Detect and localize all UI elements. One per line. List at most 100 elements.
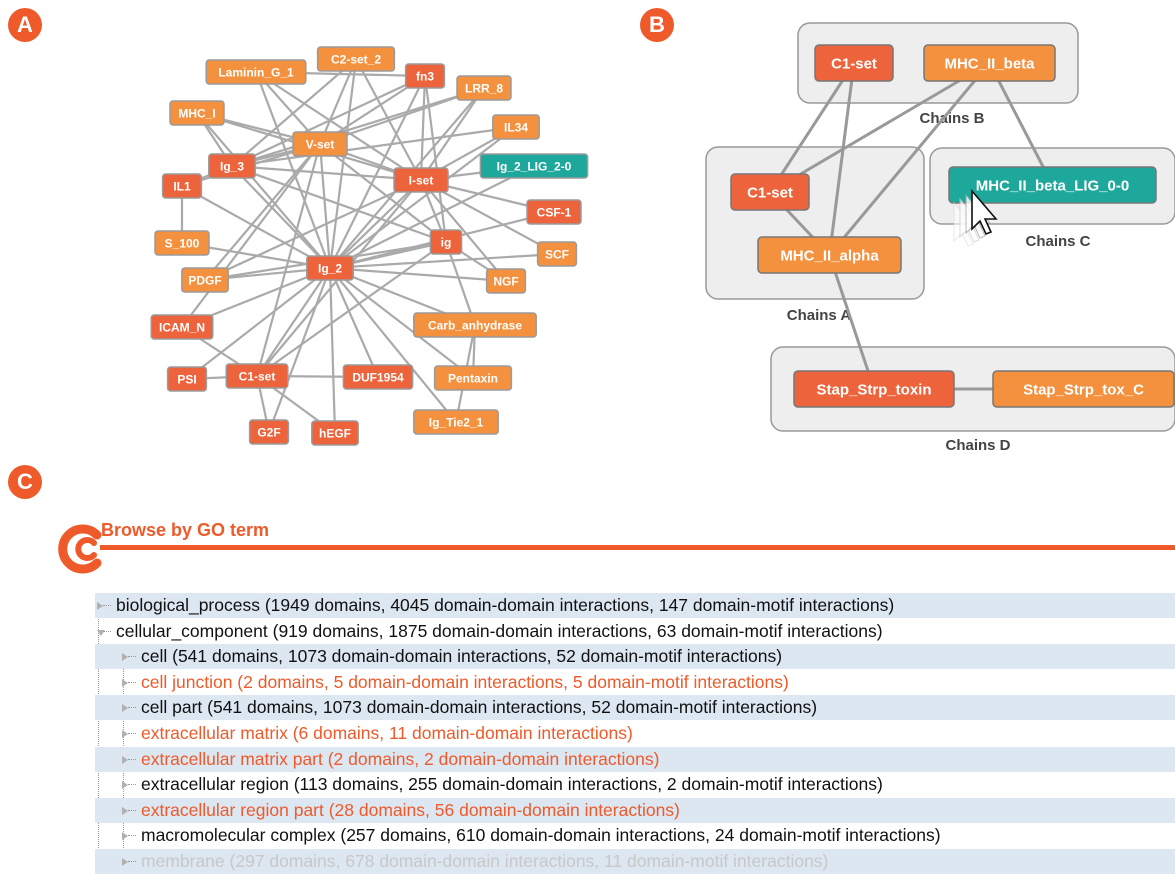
go-term-row[interactable]: extracellular region (113 domains, 255 d… — [95, 772, 1175, 797]
expand-triangle-icon[interactable] — [122, 858, 128, 866]
expand-triangle-icon[interactable] — [122, 806, 128, 815]
go-logo-icon — [58, 524, 102, 574]
group-label: Chains A — [787, 307, 852, 324]
node-icam-n[interactable]: ICAM_N — [150, 314, 214, 340]
go-term-label[interactable]: cellular_component (919 domains, 1875 do… — [116, 620, 883, 641]
node-c_lig[interactable]: MHC_II_beta_LIG_0-0 — [948, 166, 1157, 204]
collapse-triangle-icon[interactable] — [97, 629, 105, 636]
node-scf[interactable]: SCF — [536, 241, 578, 267]
node-il34[interactable]: IL34 — [492, 114, 540, 140]
node-ig[interactable]: ig — [429, 229, 463, 255]
node-ig-2[interactable]: Ig_2 — [306, 255, 354, 281]
node-label: IL1 — [173, 180, 191, 194]
edge-ig-2-ig-3 — [231, 165, 331, 269]
edge-i-set-pdgf — [204, 179, 422, 281]
tree-connector — [128, 733, 136, 734]
node-label: CSF-1 — [537, 206, 572, 220]
go-term-row[interactable]: cellular_component (919 domains, 1875 do… — [95, 619, 1175, 644]
node-psi[interactable]: PSI — [166, 366, 208, 392]
edge-b_mhcbeta-a_c1set — [769, 61, 991, 194]
edge-b_mhcbeta-c_lig — [988, 62, 1054, 186]
group-label: Chains C — [1025, 233, 1090, 250]
node-ig-2-lig-2-0[interactable]: Ig_2_LIG_2-0 — [479, 153, 589, 179]
edge-ig-2-mhc-i — [196, 112, 331, 269]
go-term-row[interactable]: extracellular region part (28 domains, 5… — [95, 797, 1175, 823]
node-label: G2F — [257, 426, 280, 440]
node-label: Stap_Strp_tox_C — [1023, 382, 1144, 399]
go-term-label[interactable]: extracellular region (113 domains, 255 d… — [141, 774, 883, 795]
node-label: MHC_II_beta — [944, 56, 1035, 73]
edge-i-set-c2-set-2 — [355, 58, 422, 181]
node-pentaxin[interactable]: Pentaxin — [433, 365, 513, 391]
node-csf-1[interactable]: CSF-1 — [526, 199, 582, 225]
node-label: SCF — [545, 248, 569, 262]
node-ig-3[interactable]: Ig_3 — [208, 153, 256, 179]
go-term-row[interactable]: biological_process (1949 domains, 4045 d… — [95, 593, 1175, 618]
node-label: MHC_II_alpha — [780, 248, 879, 265]
node-v-set[interactable]: V-set — [292, 131, 348, 157]
tree-connector — [128, 784, 136, 786]
go-term-row[interactable]: cell junction (2 domains, 5 domain-domai… — [95, 670, 1175, 695]
node-c2-set-2[interactable]: C2-set_2 — [316, 46, 396, 72]
node-ig-tie2-1[interactable]: Ig_Tie2_1 — [413, 409, 499, 435]
expand-triangle-icon[interactable] — [122, 781, 128, 790]
node-hegf[interactable]: hEGF — [311, 420, 359, 446]
node-a_c1set[interactable]: C1-set — [730, 173, 810, 211]
node-a_mhcalpha[interactable]: MHC_II_alpha — [757, 236, 902, 274]
node-laminin-g-1[interactable]: Laminin_G_1 — [205, 59, 307, 85]
node-mhc-i[interactable]: MHC_I — [169, 100, 225, 126]
node-carb-anhydrase[interactable]: Carb_anhydrase — [413, 312, 537, 338]
node-label: C1-set — [747, 185, 793, 202]
go-term-row[interactable]: membrane (297 domains, 678 domain-domain… — [95, 849, 1175, 874]
node-c1-set[interactable]: C1-set — [225, 363, 289, 389]
expand-triangle-icon[interactable] — [122, 704, 128, 713]
edge-ig-3-il34 — [231, 125, 517, 168]
node-g2f[interactable]: G2F — [248, 419, 290, 445]
go-term-label[interactable]: cell (541 domains, 1073 domain-domain in… — [141, 646, 783, 667]
node-d_toxin[interactable]: Stap_Strp_toxin — [793, 370, 955, 408]
go-term-label[interactable]: biological_process (1949 domains, 4045 d… — [116, 595, 895, 615]
go-term-row[interactable]: cell (541 domains, 1073 domain-domain in… — [95, 644, 1175, 670]
node-il1[interactable]: IL1 — [161, 173, 203, 199]
go-term-row[interactable]: cell part (541 domains, 1073 domain-doma… — [95, 695, 1175, 721]
go-term-row[interactable]: macromolecular complex (257 domains, 610… — [95, 823, 1175, 848]
expand-triangle-icon[interactable] — [122, 832, 128, 841]
expand-triangle-icon[interactable] — [122, 755, 128, 764]
node-fn3[interactable]: fn3 — [404, 63, 446, 89]
go-term-label[interactable]: membrane (297 domains, 678 domain-domain… — [141, 851, 829, 871]
node-ngf[interactable]: NGF — [485, 268, 527, 294]
go-term-row[interactable]: extracellular matrix (6 domains, 11 doma… — [95, 721, 1175, 746]
edge-ig-2-il1 — [181, 185, 331, 269]
expand-triangle-icon[interactable] — [122, 730, 128, 738]
panel-label-c: C — [8, 465, 42, 499]
node-duf1954[interactable]: DUF1954 — [342, 364, 414, 390]
edge-v-set-c1-set — [255, 143, 322, 377]
edge-ig-2-duf1954 — [328, 267, 380, 378]
go-term-label[interactable]: macromolecular complex (257 domains, 610… — [141, 825, 941, 846]
tree-connector — [128, 707, 136, 709]
go-term-label[interactable]: cell junction (2 domains, 5 domain-domai… — [141, 671, 789, 692]
node-pdgf[interactable]: PDGF — [181, 267, 229, 293]
go-term-label[interactable]: cell part (541 domains, 1073 domain-doma… — [141, 697, 818, 718]
node-d_toxc[interactable]: Stap_Strp_tox_C — [992, 370, 1175, 408]
node-b_mhcbeta[interactable]: MHC_II_beta — [923, 44, 1056, 82]
node-i-set[interactable]: I-set — [393, 167, 449, 193]
node-lrr-8[interactable]: LRR_8 — [456, 75, 512, 101]
go-term-label[interactable]: extracellular matrix part (2 domains, 2 … — [141, 748, 660, 769]
node-b_c1set[interactable]: C1-set — [814, 44, 894, 82]
expand-triangle-icon[interactable] — [97, 602, 103, 610]
node-label: NGF — [493, 275, 518, 289]
expand-triangle-icon[interactable] — [122, 653, 128, 662]
go-term-label[interactable]: extracellular matrix (6 domains, 11 doma… — [141, 723, 633, 743]
edge-ig-2-scf — [329, 252, 558, 270]
edge-v-set-pdgf — [204, 143, 321, 281]
node-label: C1-set — [831, 56, 877, 73]
edge-i-set-lrr-8 — [420, 87, 485, 181]
edge-i-set-fn3 — [419, 75, 427, 181]
go-term-row[interactable]: extracellular matrix part (2 domains, 2 … — [95, 746, 1175, 772]
go-term-label[interactable]: extracellular region part (28 domains, 5… — [141, 799, 680, 820]
node-label: C2-set_2 — [331, 53, 381, 67]
node-s-100[interactable]: S_100 — [154, 230, 210, 256]
expand-triangle-icon[interactable] — [122, 678, 128, 687]
